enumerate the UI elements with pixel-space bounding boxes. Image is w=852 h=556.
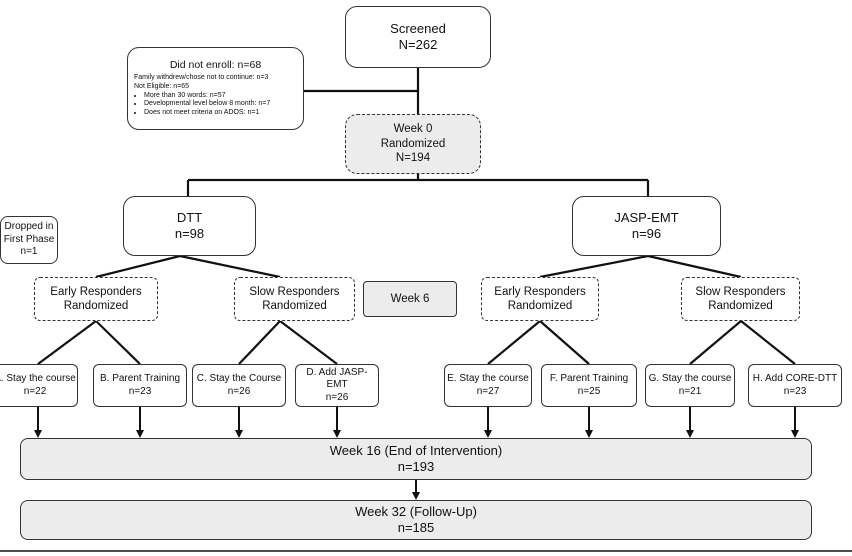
arm-count: n=25 — [577, 385, 601, 397]
responders-line1: Slow Responders — [695, 285, 786, 298]
dtt-title: DTT — [176, 209, 203, 225]
ineligibility-reasons: More than 30 words: n=57 Developmental l… — [134, 92, 270, 118]
week16-title: Week 16 (End of Intervention) — [329, 442, 503, 458]
dropped-box: Dropped in First Phase n=1 — [0, 216, 58, 264]
slow-responders-jasp-box: Slow Responders Randomized — [681, 277, 800, 321]
arm-count: n=26 — [325, 391, 349, 403]
week0-count: N=194 — [395, 152, 431, 165]
reason-item: More than 30 words: n=57 — [144, 92, 270, 101]
arm-count: n=27 — [476, 385, 500, 397]
reason-item: Does not meet criteria on ADOS: n=1 — [144, 109, 270, 118]
responders-line2: Randomized — [63, 300, 129, 312]
week0-box: Week 0 Randomized N=194 — [345, 114, 481, 174]
arm-label: C. Stay the Course — [196, 373, 282, 384]
week16-box: Week 16 (End of Intervention) n=193 — [20, 438, 812, 480]
arm-count: n=23 — [783, 385, 807, 397]
arm-label: H. Add CORE-DTT — [752, 373, 838, 384]
arm-d-box: D. Add JASP-EMT n=26 — [295, 364, 379, 407]
week6-box: Week 6 — [363, 281, 457, 317]
arm-label: A. Stay the course — [0, 373, 76, 384]
arm-label: F. Parent Training — [549, 373, 629, 384]
screened-box: Screened N=262 — [345, 6, 491, 68]
did-not-enroll-box: Did not enroll: n=68 Family withdrew/cho… — [127, 47, 304, 130]
screened-count: N=262 — [398, 37, 438, 52]
week16-count: n=193 — [397, 459, 435, 474]
arm-b-box: B. Parent Training n=23 — [93, 364, 187, 407]
arm-h-box: H. Add CORE-DTT n=23 — [748, 364, 842, 407]
arm-c-box: C. Stay the Course n=26 — [192, 364, 286, 407]
arm-e-box: E. Stay the course n=27 — [444, 364, 532, 407]
responders-line1: Slow Responders — [249, 285, 340, 298]
dropped-count: n=1 — [20, 246, 38, 258]
arm-label: E. Stay the course — [447, 373, 529, 384]
screened-title: Screened — [390, 20, 446, 36]
jasp-emt-count: n=96 — [631, 226, 662, 241]
slow-responders-dtt-box: Slow Responders Randomized — [234, 277, 355, 321]
arm-label: B. Parent Training — [99, 373, 181, 384]
arm-label: G. Stay the course — [648, 373, 732, 384]
dropped-line1: Dropped in — [4, 221, 54, 233]
arm-a-box: A. Stay the course n=22 — [0, 364, 78, 407]
week6-label: Week 6 — [390, 292, 430, 305]
arm-count: n=21 — [678, 385, 702, 397]
arm-count: n=22 — [23, 385, 47, 397]
week32-box: Week 32 (Follow-Up) n=185 — [20, 500, 812, 540]
arm-count: n=23 — [128, 385, 152, 397]
withdrew-line: Family withdrew/chose not to continue: n… — [134, 74, 269, 82]
week0-title: Week 0 — [393, 123, 433, 136]
responders-line2: Randomized — [708, 300, 773, 312]
dtt-box: DTT n=98 — [123, 196, 256, 256]
arm-f-box: F. Parent Training n=25 — [541, 364, 637, 407]
responders-line2: Randomized — [262, 300, 327, 312]
not-eligible-line: Not Eligible: n=65 — [134, 82, 190, 90]
did-not-enroll-title: Did not enroll: n=68 — [169, 59, 262, 72]
week32-count: n=185 — [397, 520, 435, 535]
responders-line2: Randomized — [507, 300, 573, 312]
early-responders-dtt-box: Early Responders Randomized — [34, 277, 158, 321]
jasp-emt-title: JASP-EMT — [614, 209, 679, 225]
responders-line1: Early Responders — [494, 285, 586, 298]
arm-count: n=26 — [227, 385, 251, 397]
arm-g-box: G. Stay the course n=21 — [645, 364, 735, 407]
dropped-line2: First Phase — [3, 233, 55, 245]
reason-item: Developmental level below 8 month: n=7 — [144, 100, 270, 109]
week32-title: Week 32 (Follow-Up) — [355, 503, 477, 519]
responders-line1: Early Responders — [50, 285, 142, 298]
early-responders-jasp-box: Early Responders Randomized — [481, 277, 599, 321]
jasp-emt-box: JASP-EMT n=96 — [572, 196, 721, 256]
arm-label: D. Add JASP-EMT — [306, 366, 368, 391]
dtt-count: n=98 — [174, 226, 205, 241]
week0-subtitle: Randomized — [380, 137, 446, 150]
